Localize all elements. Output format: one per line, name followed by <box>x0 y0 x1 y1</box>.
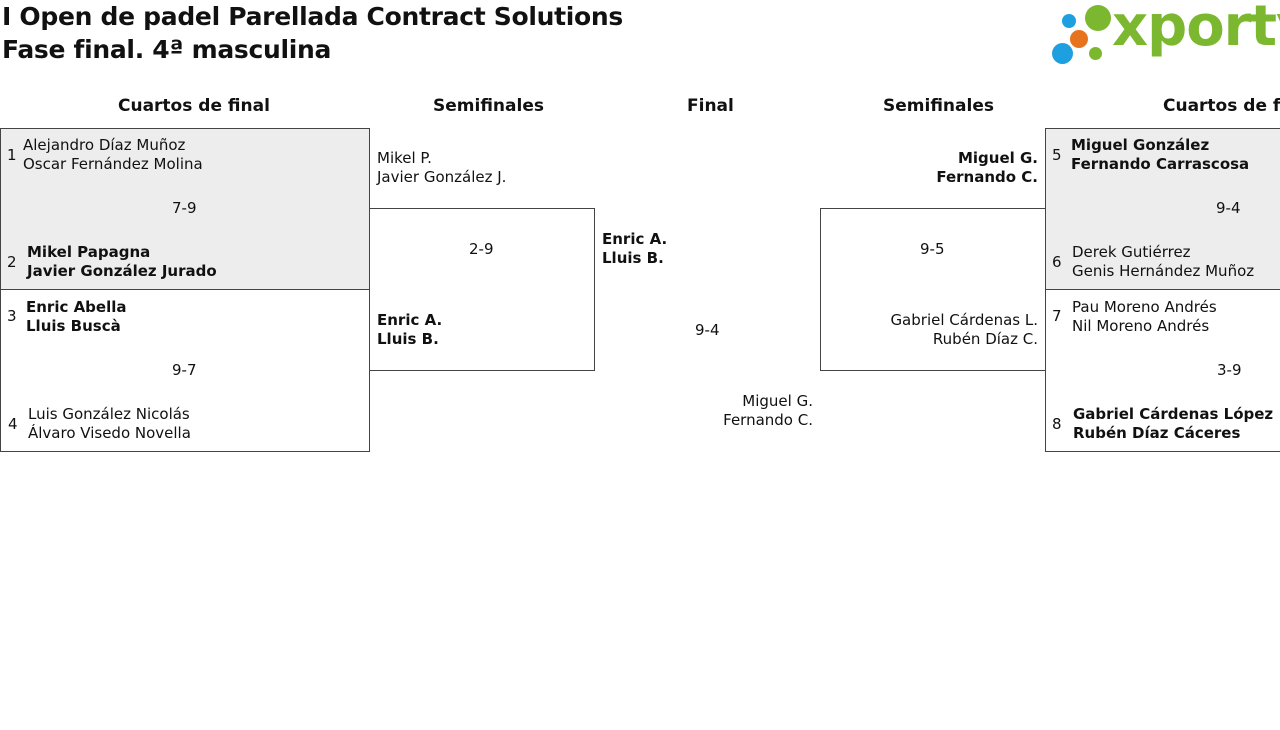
winner-player-name: Miguel G. <box>957 149 1038 167</box>
player-name: Oscar Fernández Molina <box>23 155 203 173</box>
seed-number: 2 <box>7 253 17 271</box>
logo-dot-orange <box>1070 30 1088 48</box>
seed-number: 1 <box>7 146 17 164</box>
tournament-subtitle: Fase final. 4ª masculina <box>2 35 332 64</box>
winner-player-name: Rubén Díaz Cáceres <box>1073 424 1241 442</box>
seed-number: 3 <box>7 307 17 325</box>
seed-number: 5 <box>1052 146 1062 164</box>
player-name: Alejandro Díaz Muñoz <box>23 136 186 154</box>
player-name: Derek Gutiérrez <box>1072 243 1191 261</box>
player-name: Nil Moreno Andrés <box>1072 317 1210 335</box>
player-name: Javier González J. <box>377 168 507 186</box>
tournament-title: I Open de padel Parellada Contract Solut… <box>2 2 624 31</box>
match-score: 9-7 <box>172 361 197 379</box>
player-name: Luis González Nicolás <box>28 405 190 423</box>
seed-number: 8 <box>1052 415 1062 433</box>
logo-wordmark: xporty <box>1112 0 1280 59</box>
xporty-logo[interactable]: xporty <box>1050 0 1280 68</box>
winner-player-name: Gabriel Cárdenas López <box>1073 405 1274 423</box>
winner-player-name: Enric A. <box>377 311 443 329</box>
seed-number: 7 <box>1052 307 1062 325</box>
winner-player-name: Lluis Buscà <box>26 317 121 335</box>
player-name: Miguel G. <box>742 392 813 410</box>
match-score: 7-9 <box>172 199 197 217</box>
seed-number: 4 <box>8 415 18 433</box>
winner-player-name: Miguel González <box>1071 136 1210 154</box>
winner-player-name: Lluis B. <box>377 330 439 348</box>
winner-player-name: Javier González Jurado <box>27 262 217 280</box>
player-name: Gabriel Cárdenas L. <box>890 311 1038 329</box>
match-score: 2-9 <box>469 240 494 258</box>
winner-player-name: Enric Abella <box>26 298 127 316</box>
player-name: Pau Moreno Andrés <box>1072 298 1217 316</box>
player-name: Fernando C. <box>723 411 813 429</box>
sf-left-match[interactable] <box>369 208 595 371</box>
match-score: 9-4 <box>1216 199 1241 217</box>
match-score: 9-5 <box>920 240 945 258</box>
player-name: Mikel P. <box>377 149 432 167</box>
winner-player-name: Mikel Papagna <box>27 243 151 261</box>
seed-number: 6 <box>1052 253 1062 271</box>
match-score: 3-9 <box>1217 361 1242 379</box>
champion-player-name: Lluis B. <box>602 249 664 267</box>
round-header-sf-left: Semifinales <box>433 96 544 116</box>
round-header-sf-right: Semifinales <box>883 96 994 116</box>
sf-right-match[interactable] <box>820 208 1046 371</box>
player-name: Rubén Díaz C. <box>932 330 1038 348</box>
logo-dot-small-green <box>1089 47 1102 60</box>
logo-dot-blue <box>1052 43 1073 64</box>
round-header-qf-right: Cuartos de final <box>1163 96 1280 116</box>
winner-player-name: Fernando Carrascosa <box>1071 155 1250 173</box>
round-header-qf-left: Cuartos de final <box>118 96 270 116</box>
player-name: Álvaro Visedo Novella <box>28 424 191 442</box>
qf-left-match-1[interactable] <box>0 128 370 290</box>
round-header-final: Final <box>687 96 734 116</box>
logo-dot-green <box>1085 5 1111 31</box>
logo-dot-small-blue <box>1062 14 1076 28</box>
match-score: 9-4 <box>695 321 720 339</box>
qf-right-match-2[interactable] <box>1045 289 1280 452</box>
champion-player-name: Enric A. <box>602 230 668 248</box>
winner-player-name: Fernando C. <box>936 168 1038 186</box>
player-name: Genis Hernández Muñoz <box>1072 262 1255 280</box>
